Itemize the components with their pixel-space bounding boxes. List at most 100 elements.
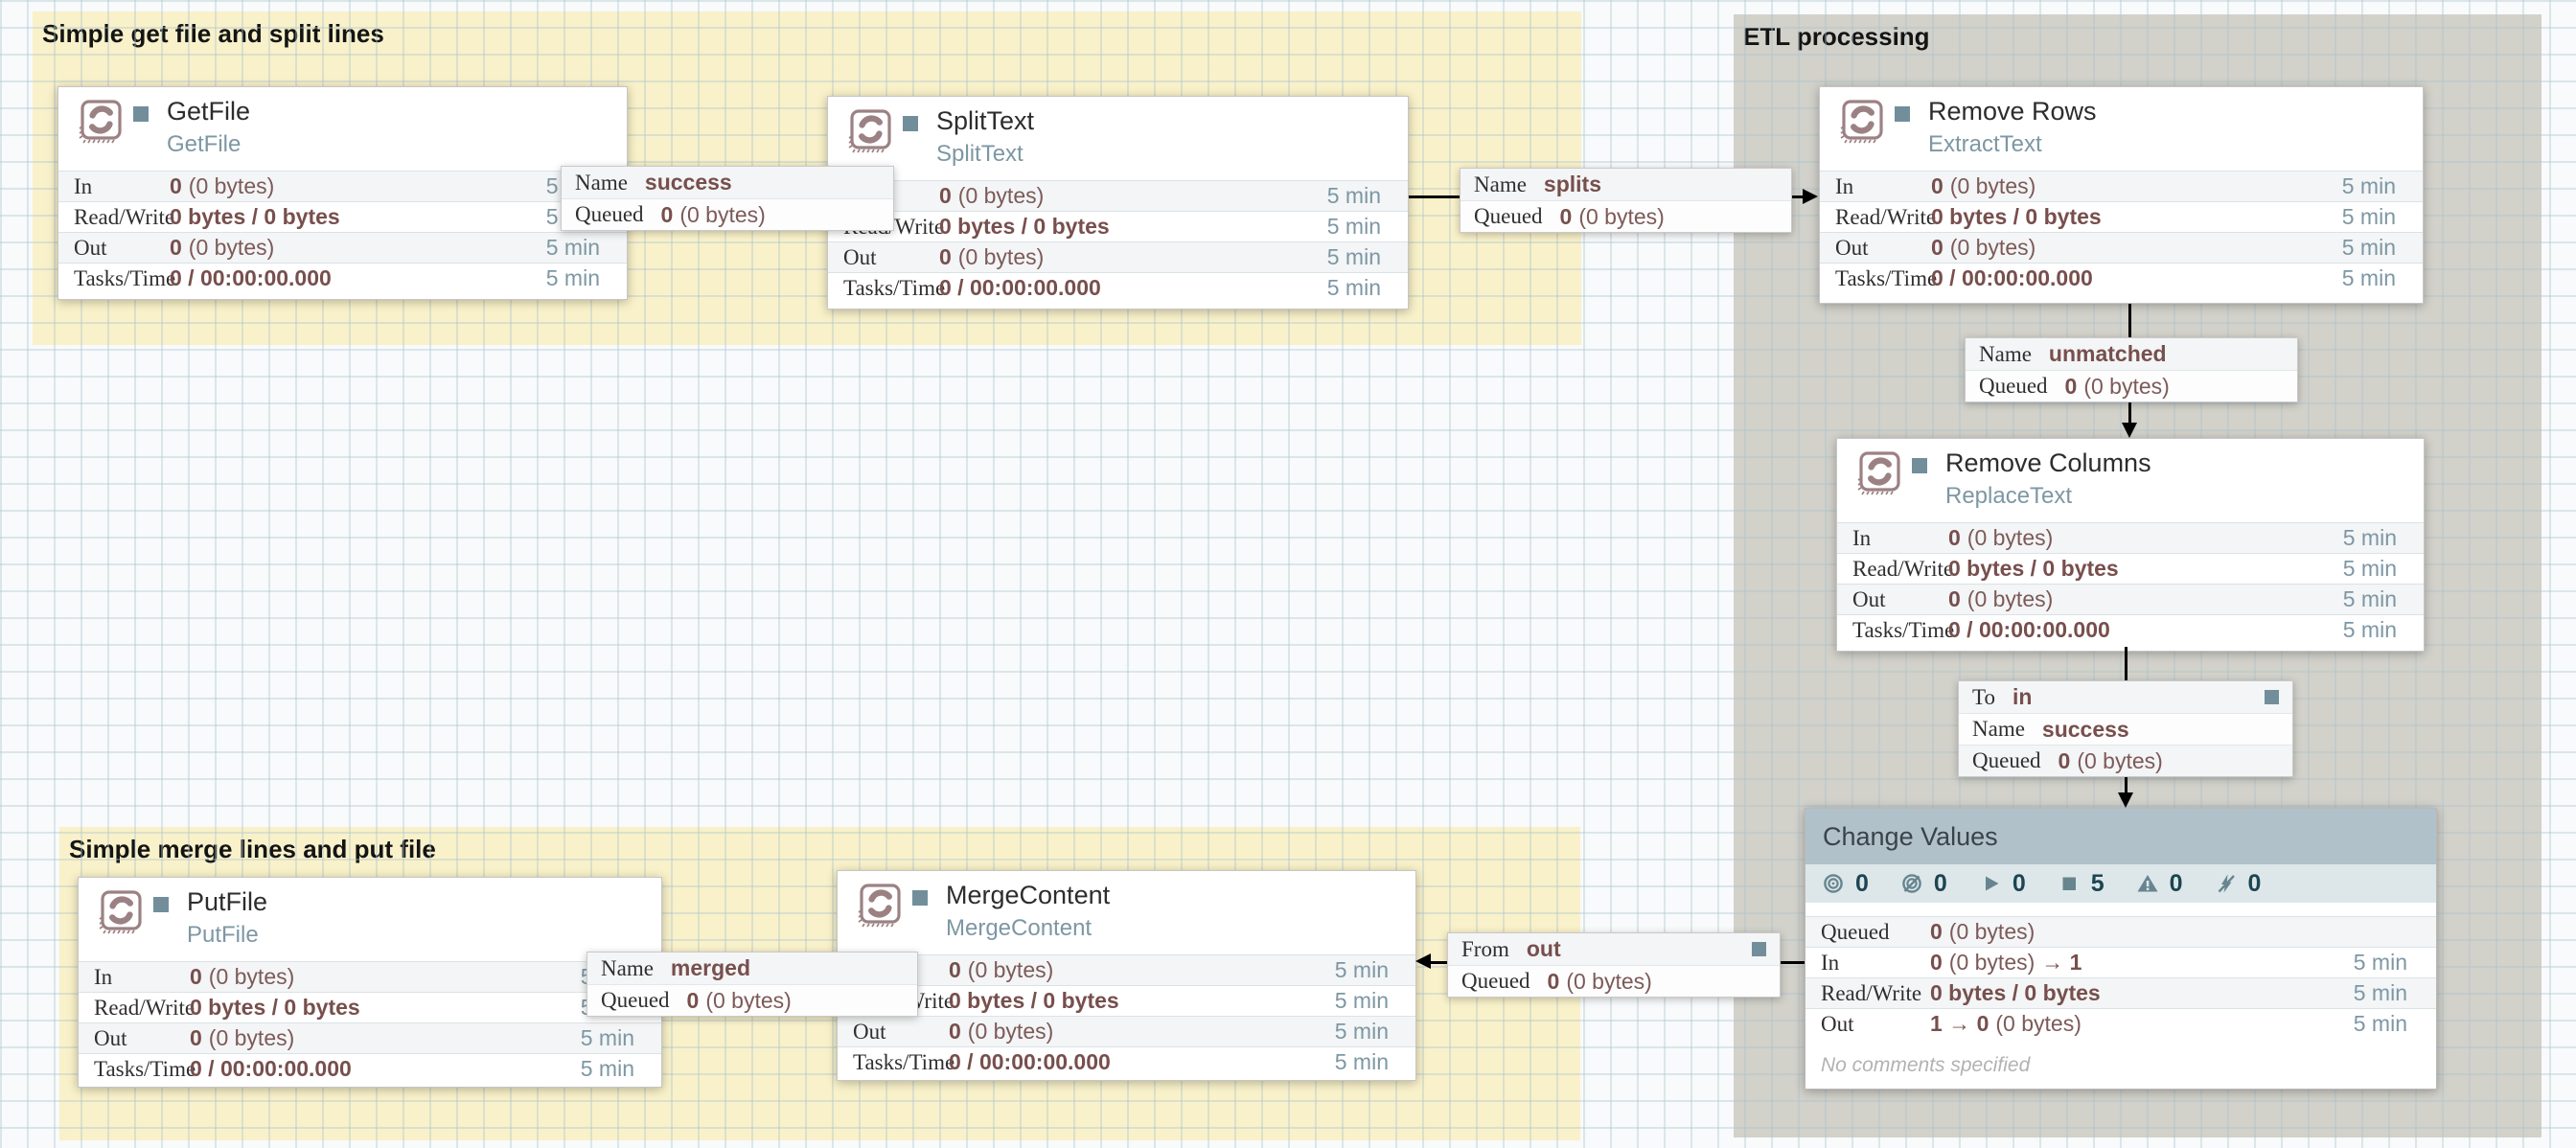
stat-window: 5 min [2341,204,2396,229]
stat-window: 5 min [1326,275,1381,300]
stat-label: In [1821,950,1840,975]
stat-value: 0 bytes / 0 bytes [1948,556,2119,581]
processor-splittext[interactable]: SplitText SplitText In0(0 bytes)5 min Re… [827,96,1409,310]
stat-label: Read/Write [1835,204,1937,229]
stat-label: Out [853,1019,886,1044]
stat-value: 0 / 00:00:00.000 [1948,617,2110,642]
arrowhead-icon [1415,953,1431,969]
stat-value: 0(0 bytes) [1931,173,2036,198]
stat-value: 0 bytes / 0 bytes [949,988,1119,1013]
stopped-state-icon [912,890,928,906]
stat-value: 0 bytes / 0 bytes [170,204,340,229]
output-port-state-icon [1752,942,1766,956]
stopped-state-icon [903,116,918,131]
process-group-comments: No comments specified [1821,1054,2031,1076]
stat-label: In [94,964,113,989]
group-title: Simple merge lines and put file [69,835,436,863]
processor-title: Remove Columns [1945,448,2151,477]
processor-title: GetFile [167,97,251,126]
running-icon [1985,876,1999,891]
processor-putfile[interactable]: PutFile PutFile In0(0 bytes)5 min Read/W… [78,877,662,1088]
running-count: 0 [1980,870,2026,898]
stat-label: In [1852,525,1872,550]
group-title: Simple get file and split lines [42,19,384,48]
processor-title: SplitText [936,106,1035,135]
processor-icon [79,99,123,145]
stat-window: 5 min [2341,173,2396,198]
stat-label: Queued [1821,919,1890,944]
process-group-header: Change Values [1806,809,2436,864]
stat-value: 0(0 bytes)→ 1 [1930,950,2082,975]
stat-value: 0 bytes / 0 bytes [190,995,360,1020]
processor-mergecontent[interactable]: MergeContent MergeContent In0(0 bytes)5 … [837,870,1416,1081]
processor-getfile[interactable]: GetFile GetFile In0(0 bytes)5 min Read/W… [58,86,628,300]
stat-label: In [1835,173,1854,198]
stat-window: 5 min [2342,525,2397,550]
stat-label: In [74,173,93,198]
stopped-icon [2062,877,2076,890]
processor-icon [858,883,902,929]
processor-title: MergeContent [946,881,1111,909]
stat-value: 0 bytes / 0 bytes [1930,980,2101,1005]
transmitting-icon [1824,874,1843,893]
processor-type: ExtractText [1928,131,2042,157]
stat-label: Read/Write [1852,556,1954,581]
stat-value: 0 / 00:00:00.000 [949,1049,1111,1074]
processor-type: PutFile [187,922,259,948]
stat-value: 0(0 bytes) [1930,919,2036,944]
stopped-count: 5 [2058,870,2104,898]
stat-label: Out [843,244,877,269]
stat-row-in: In0(0 bytes)5 min [828,180,1408,211]
processor-type: GetFile [167,131,242,157]
stat-window: 5 min [580,1025,634,1050]
stat-window: 5 min [2353,1011,2407,1036]
stopped-state-icon [1895,106,1910,122]
stat-value: 0 / 00:00:00.000 [190,1056,352,1081]
processor-header: MergeContent MergeContent [838,871,1415,954]
invalid-count: 0 [2137,870,2183,898]
stat-label: Out [1821,1011,1854,1036]
stopped-state-icon [133,106,149,122]
disabled-icon [2217,873,2235,894]
stopped-state-icon [1912,458,1927,473]
processor-icon [1857,450,1901,496]
stat-value: 0(0 bytes) [949,957,1054,982]
stat-value: 0 bytes / 0 bytes [1931,204,2102,229]
arrowhead-icon [2122,423,2137,438]
stat-row-in: In0(0 bytes)5 min [79,961,661,992]
stat-label: Tasks/Time [1852,617,1955,642]
stat-label: Out [1835,235,1869,260]
stat-value: 0(0 bytes) [170,173,275,198]
arrowhead-icon [2118,792,2133,808]
group-title: ETL processing [1743,22,1930,51]
